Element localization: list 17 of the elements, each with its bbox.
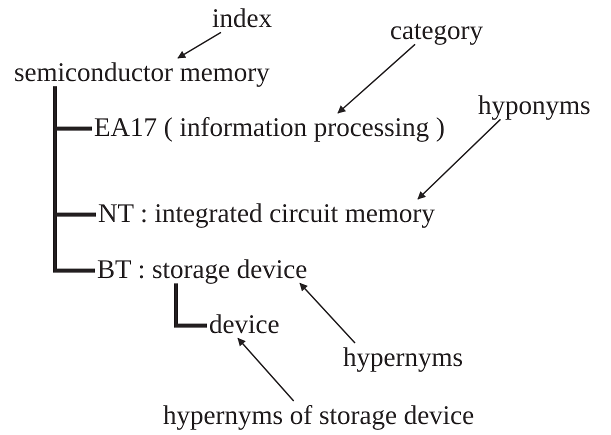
arrow	[177, 32, 222, 59]
arrow	[237, 338, 294, 402]
arrow	[417, 118, 502, 200]
annotation-label: index	[212, 4, 272, 32]
category-code: EA17 ( information processing )	[94, 113, 445, 142]
broader-term: device	[209, 310, 280, 338]
annotation-label: hyponyms	[478, 91, 591, 120]
tree-connector	[53, 86, 95, 273]
arrow	[337, 44, 416, 114]
narrower-term: NT : integrated circuit memory	[98, 199, 435, 228]
tree-connector	[174, 283, 207, 328]
arrow	[299, 282, 356, 344]
annotation-label: hypernyms of storage device	[163, 401, 474, 430]
index-term: semiconductor memory	[14, 58, 270, 86]
broader-term: BT : storage device	[97, 255, 308, 284]
annotation-label: category	[390, 16, 483, 44]
annotation-label: hypernyms	[343, 343, 463, 372]
